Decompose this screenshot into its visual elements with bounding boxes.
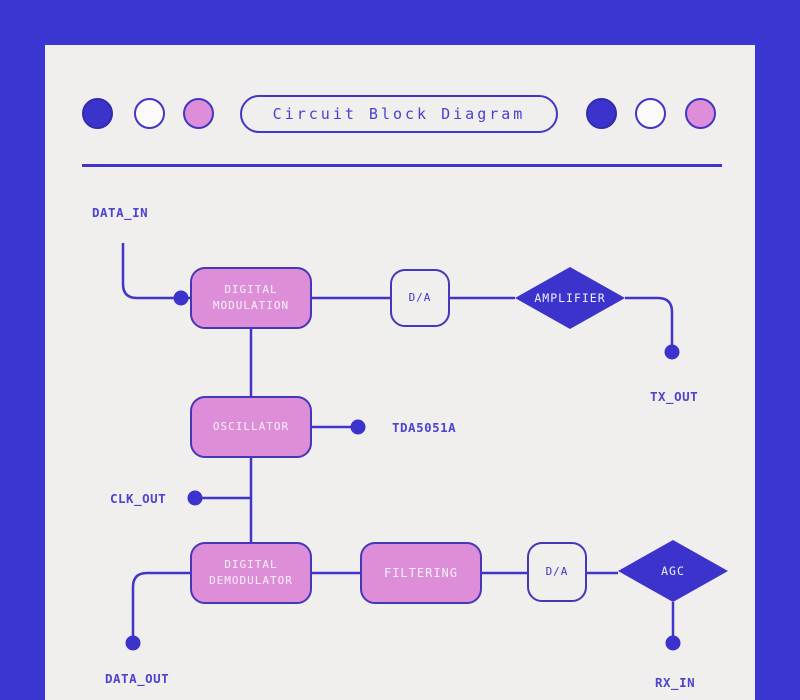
pin-label-data-out: DATA_OUT [105,671,170,686]
pin-label-rx-in: RX_IN [655,675,696,690]
block-filtering: FILTERING [360,542,482,604]
decor-dot-pink-left [183,98,214,129]
block-agc-label: AGC [661,564,685,578]
diagram-title: Circuit Block Diagram [240,95,558,133]
terminal-dot-dataout [125,635,141,651]
pin-label-clk-out: CLK_OUT [110,491,167,506]
terminal-dot-txout [664,344,680,360]
block-filtering-label: FILTERING [383,566,459,580]
decor-dot-pink-right [685,98,716,129]
pin-label-data-in: DATA_IN [92,205,149,220]
wire-amplifier-to-txout [625,296,674,352]
block-digital-modulation-label: DIGITAL MODULATION [212,282,290,313]
decor-dot-hollow-left [134,98,165,129]
block-digital-demodulator: DIGITAL DEMODULATOR [190,542,312,604]
pin-label-tx-out: TX_OUT [650,389,699,404]
block-da-bottom: D/A [527,542,587,602]
wire-datain-to-modulation [121,243,190,300]
decor-dot-hollow-right [635,98,666,129]
diagram-canvas: Circuit Block Diagram [45,45,755,700]
block-digital-modulation: DIGITAL MODULATION [190,267,312,329]
terminal-dot-datain [173,290,189,306]
block-da-top-label: D/A [408,290,432,304]
terminal-dot-part [350,419,366,435]
block-oscillator: OSCILLATOR [190,396,312,458]
block-da-bottom-label: D/A [545,564,569,578]
block-da-top: D/A [390,269,450,327]
terminal-dot-rxin [665,635,681,651]
decor-dot-blue-right [586,98,617,129]
decor-dot-blue-left [82,98,113,129]
header-divider [82,164,722,167]
wire-demodulator-to-dataout [131,571,190,643]
block-amplifier-label: AMPLIFIER [534,291,606,305]
diagram-title-text: Circuit Block Diagram [272,105,526,123]
connector-wires [121,243,681,651]
pin-label-part-number: TDA5051A [392,420,457,435]
terminal-dot-clkout [187,490,203,506]
block-oscillator-label: OSCILLATOR [212,419,290,433]
block-digital-demodulator-label: DIGITAL DEMODULATOR [209,557,293,588]
